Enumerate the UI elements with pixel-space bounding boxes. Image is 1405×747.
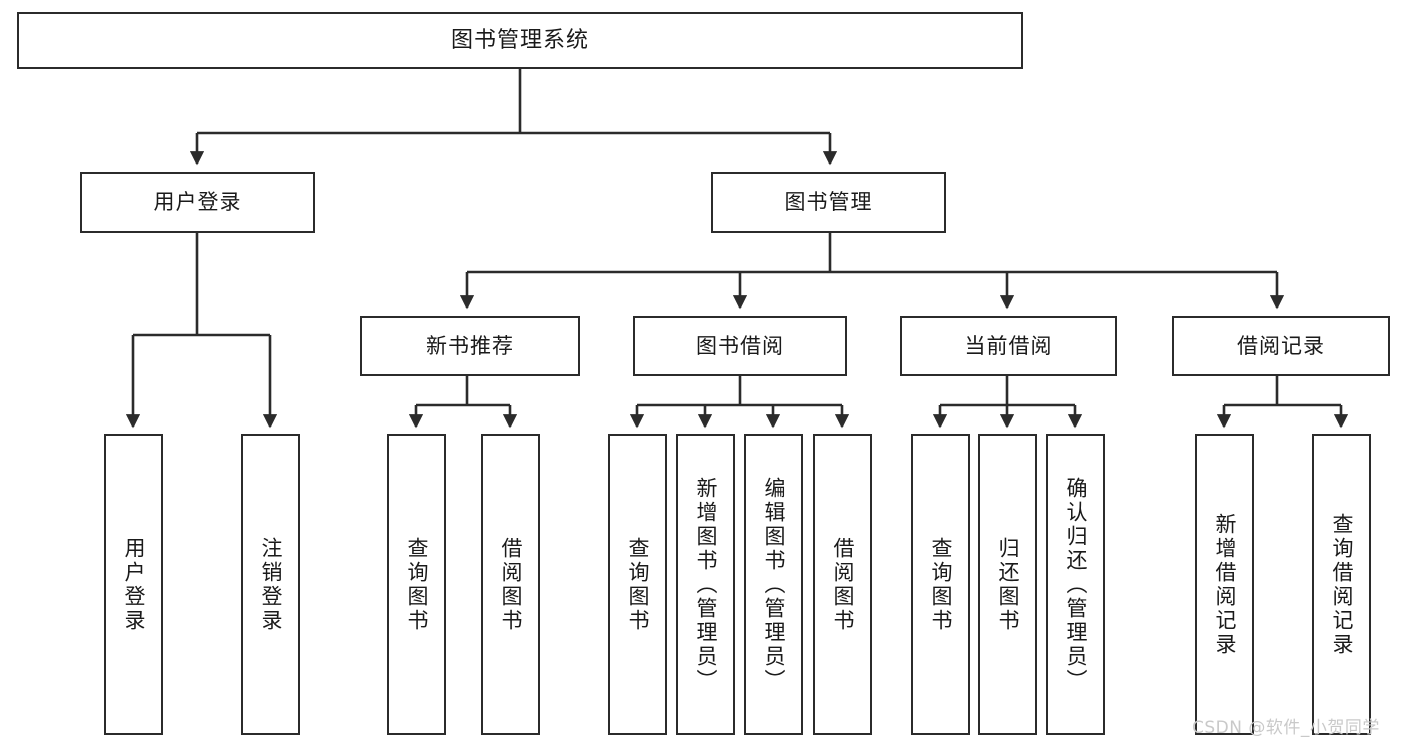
node-new-book-recommend-label: 新书推荐 xyxy=(426,333,514,358)
leaf-query-borrow-record[interactable]: 查询借阅记录 xyxy=(1312,434,1371,735)
leaf-add-book-admin-label: 新增图书（管理员） xyxy=(694,476,718,693)
node-user-login-label: 用户登录 xyxy=(153,190,242,215)
leaf-borrow-book-recommend[interactable]: 借阅图书 xyxy=(481,434,540,735)
leaf-add-borrow-record[interactable]: 新增借阅记录 xyxy=(1195,434,1254,735)
leaf-edit-book-admin[interactable]: 编辑图书（管理员） xyxy=(744,434,803,735)
leaf-add-borrow-record-label: 新增借阅记录 xyxy=(1213,512,1237,657)
leaf-query-book-recommend-label: 查询图书 xyxy=(405,536,429,633)
leaf-query-book-current[interactable]: 查询图书 xyxy=(911,434,970,735)
node-book-borrow[interactable]: 图书借阅 xyxy=(633,316,847,376)
leaf-logout[interactable]: 注销登录 xyxy=(241,434,300,735)
leaf-borrow-book[interactable]: 借阅图书 xyxy=(813,434,872,735)
leaf-query-borrow-record-label: 查询借阅记录 xyxy=(1330,512,1354,657)
node-root[interactable]: 图书管理系统 xyxy=(17,12,1023,69)
leaf-query-book-borrow-label: 查询图书 xyxy=(626,536,650,633)
leaf-return-book-label: 归还图书 xyxy=(996,536,1020,633)
leaf-user-login-label: 用户登录 xyxy=(122,536,146,633)
leaf-borrow-book-label: 借阅图书 xyxy=(831,536,855,633)
leaf-query-book-borrow[interactable]: 查询图书 xyxy=(608,434,667,735)
node-new-book-recommend[interactable]: 新书推荐 xyxy=(360,316,580,376)
node-root-label: 图书管理系统 xyxy=(450,27,589,53)
node-book-management-label: 图书管理 xyxy=(784,190,873,215)
csdn-watermark: CSDN @软件_小贺同学 xyxy=(1192,718,1380,738)
leaf-borrow-book-recommend-label: 借阅图书 xyxy=(499,536,523,633)
node-book-management[interactable]: 图书管理 xyxy=(711,172,946,233)
leaf-return-book[interactable]: 归还图书 xyxy=(978,434,1037,735)
node-user-login[interactable]: 用户登录 xyxy=(80,172,315,233)
leaf-edit-book-admin-label: 编辑图书（管理员） xyxy=(762,476,786,693)
leaf-query-book-recommend[interactable]: 查询图书 xyxy=(387,434,446,735)
leaf-confirm-return-admin-label: 确认归还（管理员） xyxy=(1064,476,1088,693)
node-current-borrow-label: 当前借阅 xyxy=(964,333,1053,358)
leaf-query-book-current-label: 查询图书 xyxy=(929,536,953,633)
node-borrow-records-label: 借阅记录 xyxy=(1237,333,1325,358)
node-book-borrow-label: 图书借阅 xyxy=(696,333,784,358)
node-borrow-records[interactable]: 借阅记录 xyxy=(1172,316,1390,376)
leaf-user-login[interactable]: 用户登录 xyxy=(104,434,163,735)
leaf-confirm-return-admin[interactable]: 确认归还（管理员） xyxy=(1046,434,1105,735)
leaf-add-book-admin[interactable]: 新增图书（管理员） xyxy=(676,434,735,735)
node-current-borrow[interactable]: 当前借阅 xyxy=(900,316,1117,376)
leaf-logout-label: 注销登录 xyxy=(259,536,283,633)
